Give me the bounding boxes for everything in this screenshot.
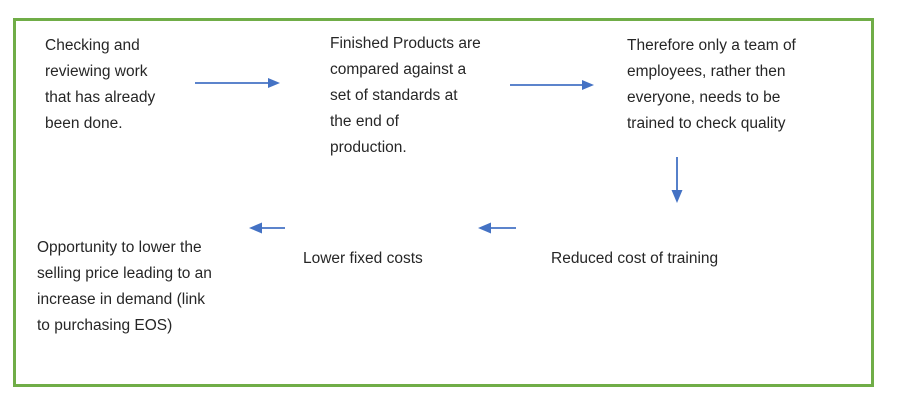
green-border-frame: [13, 18, 874, 387]
flow-step-lower-fixed-costs: Lower fixed costs: [303, 250, 423, 267]
flow-step-lower-selling-price: Opportunity to lower the selling price l…: [37, 239, 212, 334]
flow-step-reduced-cost: Reduced cost of training: [551, 250, 719, 267]
flow-step-team-trained: Therefore only a team of employees, rath…: [627, 37, 796, 132]
flow-step-checking-work: Checking and reviewing work that has alr…: [45, 37, 156, 132]
flow-step-finished-products: Finished Products are compared against a…: [330, 35, 481, 156]
